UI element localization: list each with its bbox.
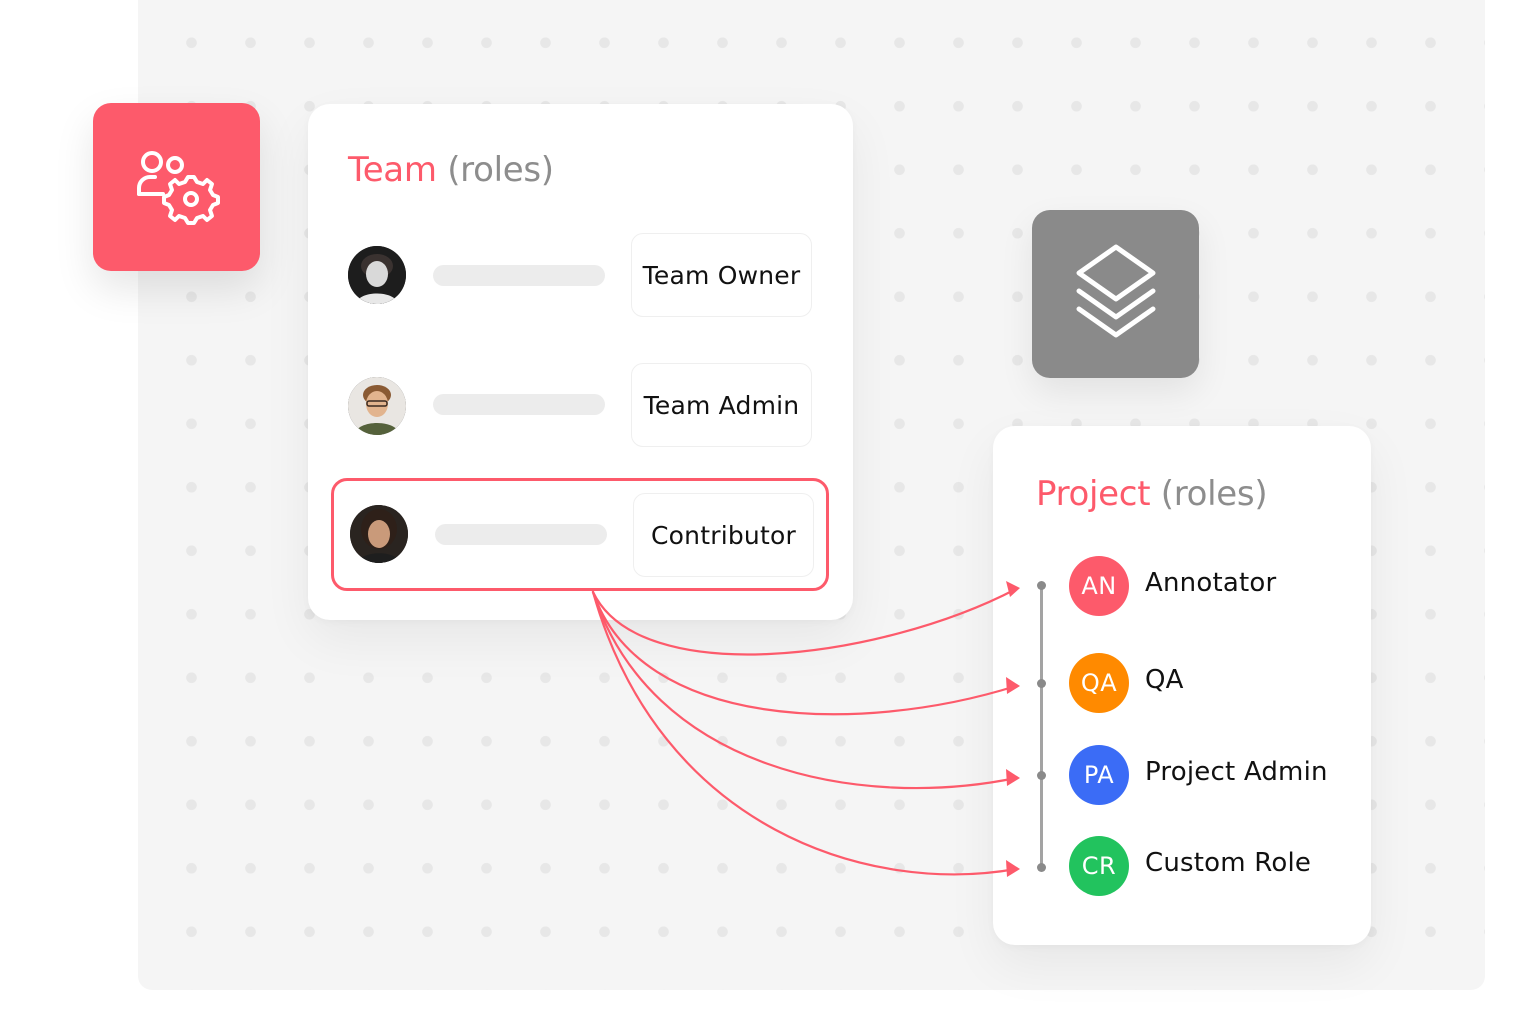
team-title-suffix: (roles) [447, 150, 554, 190]
layers-icon [1076, 244, 1155, 338]
role-badge: QA [1069, 653, 1129, 713]
project-role-label: QA [1145, 665, 1184, 695]
member-name-placeholder [435, 524, 607, 545]
team-member-row[interactable]: Team Admin [332, 350, 828, 462]
team-card-title: Team (roles) [348, 150, 554, 190]
timeline-dot [1037, 863, 1046, 872]
member-avatar-2 [348, 377, 406, 435]
project-role-label: Custom Role [1145, 848, 1312, 878]
team-title-main: Team [348, 150, 437, 190]
role-badge: PA [1069, 745, 1129, 805]
member-avatar-3 [350, 505, 408, 563]
project-title-suffix: (roles) [1160, 474, 1268, 514]
team-role-chip[interactable]: Contributor [633, 493, 814, 577]
project-role-label: Project Admin [1145, 757, 1328, 787]
team-role-chip[interactable]: Team Owner [631, 233, 812, 317]
team-roles-tile [93, 103, 260, 271]
project-roles-card: Project (roles) AN Annotator QA QA PA Pr… [993, 426, 1371, 945]
project-roles-tile [1032, 210, 1199, 378]
project-card-title: Project (roles) [1036, 474, 1268, 514]
timeline-dot [1037, 581, 1046, 590]
team-member-row-selected[interactable]: Contributor [331, 478, 829, 591]
team-role-chip[interactable]: Team Admin [631, 363, 812, 447]
member-name-placeholder [433, 394, 605, 415]
team-member-row[interactable]: Team Owner [332, 220, 828, 332]
project-title-main: Project [1036, 474, 1151, 514]
users-gear-icon [136, 151, 220, 225]
project-role-label: Annotator [1145, 568, 1277, 598]
team-roles-card: Team (roles) Team Owner Team Admin Contr… [308, 104, 853, 620]
member-name-placeholder [433, 265, 605, 286]
role-badge: CR [1069, 836, 1129, 896]
timeline-dot [1037, 679, 1046, 688]
timeline-dot [1037, 771, 1046, 780]
member-avatar-1 [348, 246, 406, 304]
role-badge: AN [1069, 556, 1129, 616]
roles-timeline [1040, 586, 1043, 869]
